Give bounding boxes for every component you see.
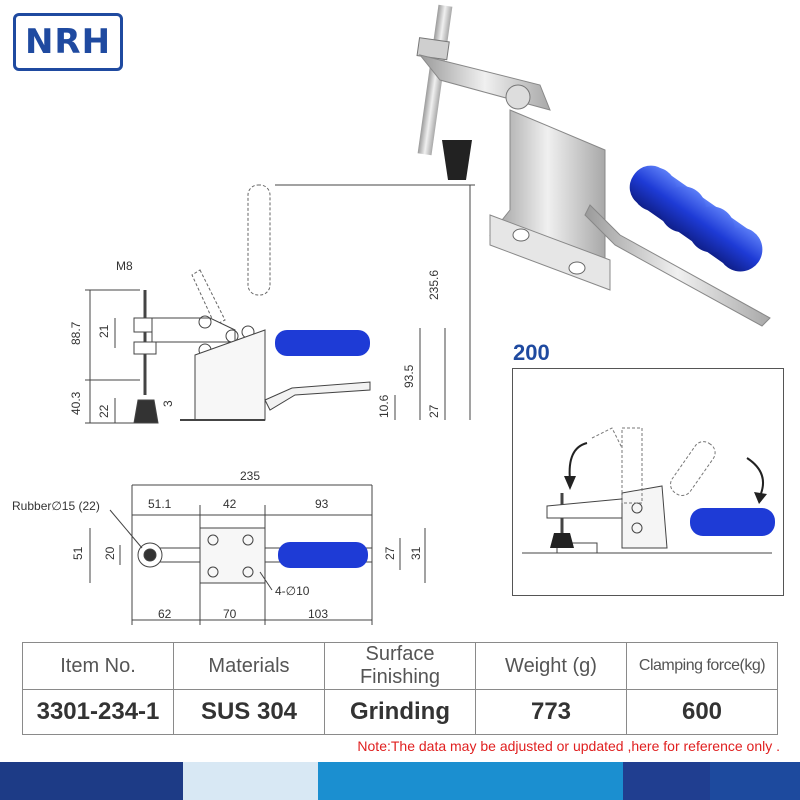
spec-table: Item No. Materials Surface Finishing Wei… xyxy=(22,642,778,735)
bar-segment xyxy=(318,762,623,800)
footer-color-bar xyxy=(0,762,800,800)
brand-logo: NRH xyxy=(13,13,123,71)
value-surface: Grinding xyxy=(324,689,476,735)
dim-hole-pitch: 42 xyxy=(223,497,237,511)
dim-spindle-offset: 21 xyxy=(97,324,111,338)
dim-holes: 4-∅10 xyxy=(275,584,310,598)
operation-diagram xyxy=(512,368,784,596)
header-weight: Weight (g) xyxy=(475,642,627,690)
header-materials: Materials xyxy=(173,642,325,690)
dim-base-plate: 3 xyxy=(161,400,175,407)
value-item-no: 3301-234-1 xyxy=(22,689,174,735)
dim-total-height: 235.6 xyxy=(427,270,441,300)
rubber-label: Rubber∅15 (22) xyxy=(12,499,100,513)
dim-front-length: 62 xyxy=(158,607,172,621)
thread-label: M8 xyxy=(116,259,133,273)
value-weight: 773 xyxy=(475,689,627,735)
value-clamping-force: 600 xyxy=(626,689,778,735)
table-value-row: 3301-234-1 SUS 304 Grinding 773 600 xyxy=(22,689,778,735)
table-header-row: Item No. Materials Surface Finishing Wei… xyxy=(22,642,778,690)
header-clamping-force: Clamping force(kg) xyxy=(626,642,778,690)
dim-rear-length: 103 xyxy=(308,607,328,621)
dim-base-length: 70 xyxy=(223,607,237,621)
top-view-drawing: Rubber∅15 (22) 235 51.1 42 93 51 20 27 3… xyxy=(12,469,426,625)
dim-base-height: 27 xyxy=(427,404,441,418)
bar-segment xyxy=(0,762,183,800)
reference-note: Note:The data may be adjusted or updated… xyxy=(357,738,780,754)
product-photo xyxy=(416,4,771,327)
bar-segment xyxy=(623,762,710,800)
dim-upper-height: 88.7 xyxy=(69,321,83,345)
bar-segment xyxy=(710,762,800,800)
side-view-drawing: M8 88.7 21 40.3 22 3 235.6 93.5 10.6 27 xyxy=(69,184,475,424)
dim-bar-height: 10.6 xyxy=(377,394,391,418)
dim-slot-width: 20 xyxy=(103,546,117,560)
dim-lower-height: 40.3 xyxy=(69,391,83,415)
value-materials: SUS 304 xyxy=(173,689,325,735)
header-item-no: Item No. xyxy=(22,642,174,690)
dim-base-width: 27 xyxy=(383,546,397,560)
bar-segment xyxy=(183,762,318,800)
dim-width: 51 xyxy=(71,546,85,560)
header-surface: Surface Finishing xyxy=(324,642,476,690)
dim-total-length: 235 xyxy=(240,469,260,483)
logo-text: NRH xyxy=(24,22,112,62)
dim-overall-width: 31 xyxy=(409,546,423,560)
dim-spindle-to-base: 51.1 xyxy=(148,497,172,511)
side-view-grip xyxy=(275,330,370,356)
dim-tip-height: 22 xyxy=(97,404,111,418)
model-label: 200 xyxy=(513,340,550,365)
dim-handle-height: 93.5 xyxy=(402,364,416,388)
dim-handle-length: 93 xyxy=(315,497,329,511)
